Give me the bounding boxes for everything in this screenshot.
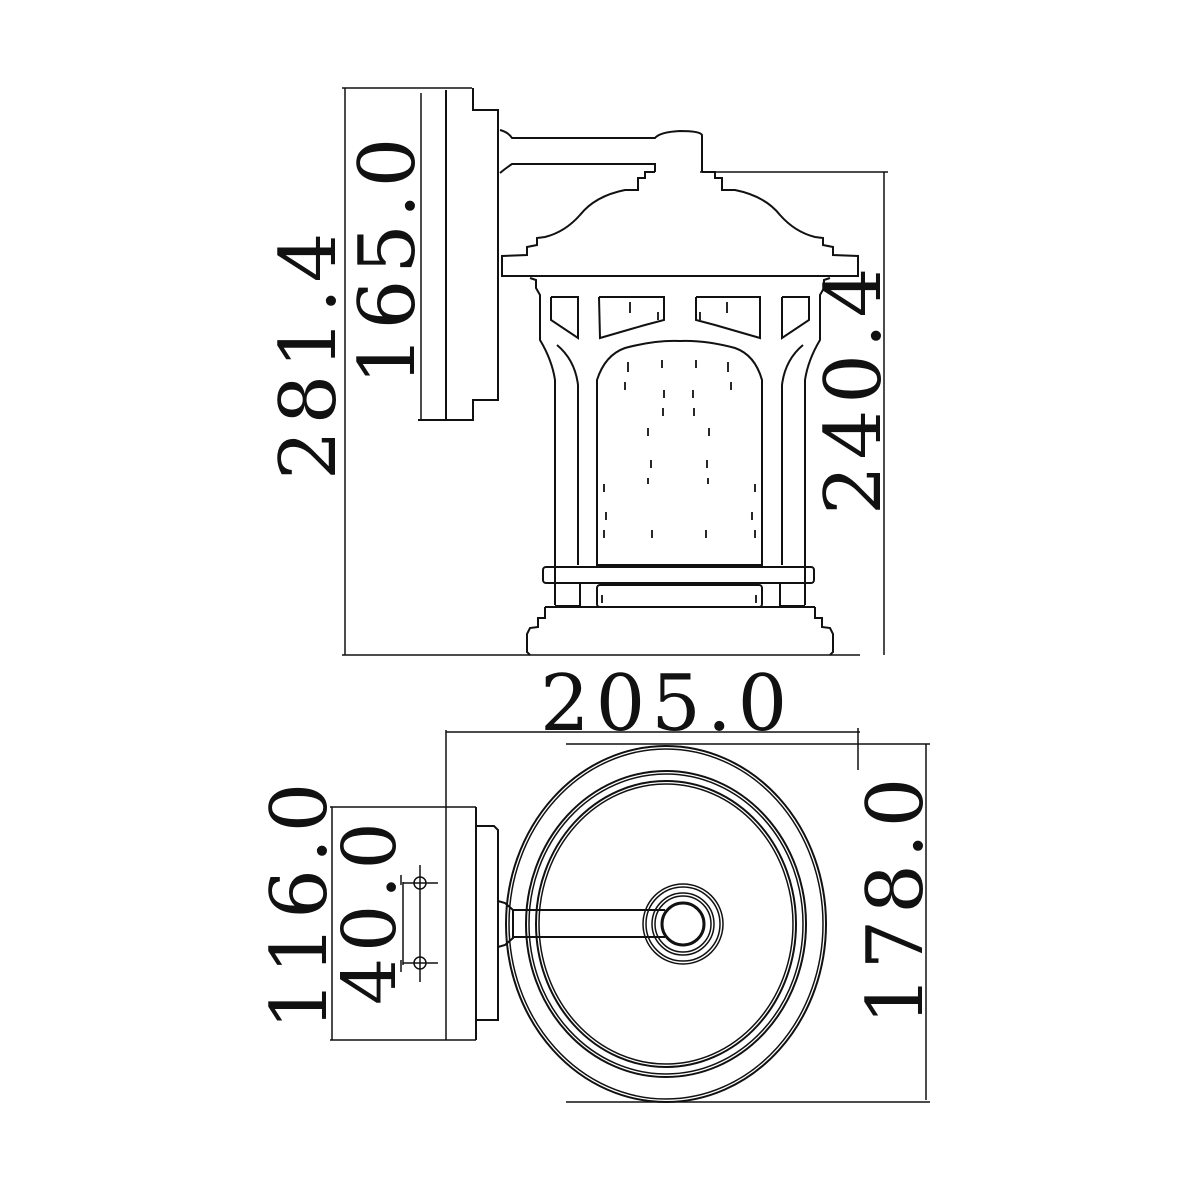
side-view: 281.4 165.0 240.4 bbox=[264, 87, 899, 656]
arm-top bbox=[497, 900, 665, 948]
arm bbox=[499, 129, 703, 174]
backplate-top bbox=[475, 807, 499, 1040]
mounting-hole-top bbox=[413, 876, 427, 890]
dimension-mounting-holes: 40.0 bbox=[327, 816, 438, 1005]
dimension-overall-height: 281.4 bbox=[264, 87, 860, 656]
backplate-width-label: 116.0 bbox=[255, 777, 345, 1030]
lantern-roof bbox=[501, 171, 859, 277]
glass-seed-pattern bbox=[603, 360, 756, 538]
lantern-base bbox=[526, 566, 834, 656]
backplate-profile bbox=[418, 88, 499, 421]
dimension-overall-projection: 205.0 bbox=[445, 659, 860, 1040]
mounting-hole-spacing-label: 40.0 bbox=[327, 816, 413, 1005]
lantern-diameter-label: 178.0 bbox=[851, 772, 941, 1025]
glass-panel bbox=[596, 339, 763, 566]
mounting-hole-bottom bbox=[413, 956, 427, 970]
dimension-backplate-width: 116.0 bbox=[255, 777, 476, 1041]
center-hub bbox=[642, 883, 724, 965]
dimension-lantern-diameter: 178.0 bbox=[566, 743, 941, 1103]
overall-height-label: 281.4 bbox=[264, 227, 354, 480]
dimension-backplate-height: 165.0 bbox=[343, 93, 433, 420]
overall-projection-label: 205.0 bbox=[540, 659, 793, 749]
dimension-lantern-height: 240.4 bbox=[700, 171, 899, 655]
lantern-height-label: 240.4 bbox=[809, 262, 899, 515]
backplate-height-label: 165.0 bbox=[343, 132, 433, 385]
top-view: 205.0 178.0 116.0 40.0 bbox=[255, 659, 941, 1103]
lantern-rings bbox=[505, 745, 827, 1103]
lantern-frame bbox=[529, 277, 831, 605]
